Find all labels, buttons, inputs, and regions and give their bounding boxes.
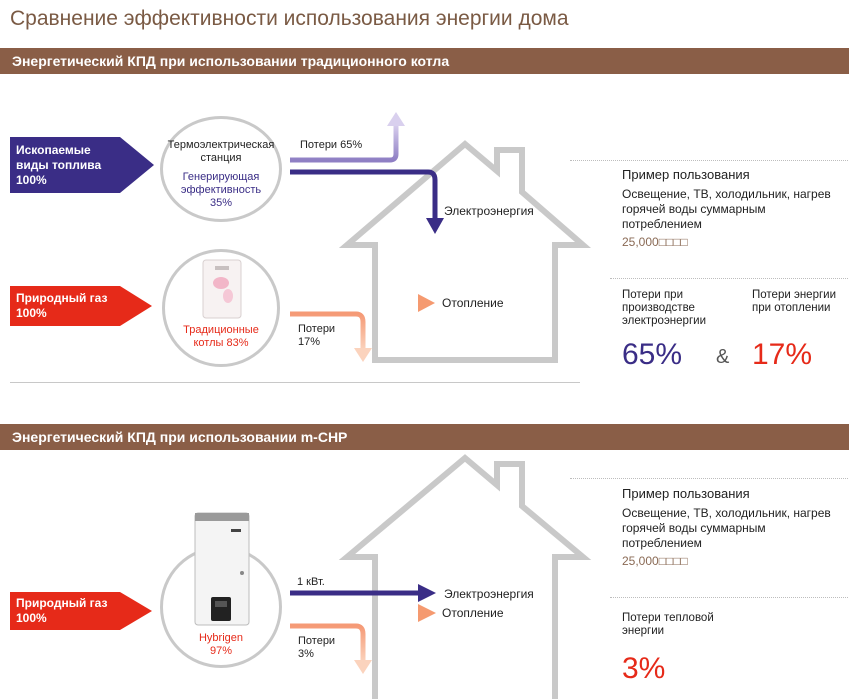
heat-loss-value: 3% — [622, 652, 666, 685]
source-natural-gas-mchp: Природный газ 100% — [10, 592, 120, 630]
heating-label-traditional: Отопление — [442, 296, 504, 310]
house-outline-mchp — [338, 454, 592, 699]
heat-loss-label: Потери тепловой энергии — [622, 612, 714, 637]
electricity-label-mchp: Электроэнергия — [444, 587, 534, 601]
mchp-diagram-graphics — [290, 454, 592, 699]
loss-electricity-label: Потери при производстве электроэнергии — [622, 289, 706, 327]
thermal-station-name: Термоэлектрическая станция — [167, 139, 275, 164]
electricity-arrow-traditional — [290, 169, 438, 220]
power-label: 1 кВт. — [297, 576, 325, 588]
hybrigen-efficiency: 97% — [209, 645, 233, 657]
usage-example-description: Освещение, ТВ, холодильник, нагрев горяч… — [622, 187, 831, 231]
loss-bottom-arrow — [290, 311, 366, 350]
loss-top-label: Потери 65% — [300, 139, 363, 151]
loss-bottom-label: Потери 17% — [298, 323, 336, 348]
usage-example-title: Пример пользования — [622, 167, 750, 182]
hybrigen-name: Hybrigen — [198, 632, 244, 644]
traditional-diagram-graphics — [290, 112, 592, 363]
loss-heating-value: 17% — [752, 338, 813, 371]
traditional-boiler-label: Традиционные котлы 83% — [183, 324, 259, 349]
divider-dotted — [610, 597, 848, 598]
loss-label-mchp: Потери 3% — [298, 635, 336, 660]
electricity-label-traditional: Электроэнергия — [444, 204, 534, 218]
page-title: Сравнение эффективности использования эн… — [10, 7, 569, 30]
loss-heating-label: Потери энергии при отоплении — [752, 289, 837, 314]
source-gas-arrowhead-mchp — [120, 592, 152, 630]
source-fossil-fuel: Ископаемые виды топлива 100% — [10, 137, 120, 193]
loss-electricity-value: 65% — [622, 338, 683, 371]
section-divider — [10, 382, 580, 383]
usage-example-value-mchp: 25,000□□□□ — [622, 554, 688, 568]
usage-example-description-mchp: Освещение, ТВ, холодильник, нагрев горяч… — [622, 506, 831, 550]
divider-dotted — [570, 478, 848, 479]
divider-dotted — [570, 160, 848, 161]
house-outline — [338, 140, 592, 363]
source-natural-gas-traditional: Природный газ 100% — [10, 286, 120, 326]
section-header-mchp: Энергетический КПД при использовании m-C… — [0, 424, 849, 450]
usage-example-value: 25,000□□□□ — [622, 235, 688, 249]
hybrigen-device-image — [194, 512, 250, 626]
loss-arrow-mchp — [290, 623, 366, 662]
ampersand: & — [716, 346, 730, 368]
divider-dotted — [610, 278, 848, 279]
thermal-station-efficiency: Генерирующая эффективность 35% — [180, 171, 262, 209]
section-header-traditional: Энергетический КПД при использовании тра… — [0, 48, 849, 74]
thermal-station-circle — [160, 116, 282, 222]
loss-top-arrow — [290, 124, 399, 163]
heating-label-mchp: Отопление — [442, 606, 504, 620]
usage-example-title-mchp: Пример пользования — [622, 486, 750, 501]
traditional-boiler-image — [202, 259, 242, 319]
source-gas-arrowhead-traditional — [120, 286, 152, 326]
source-fossil-arrowhead — [120, 137, 154, 193]
